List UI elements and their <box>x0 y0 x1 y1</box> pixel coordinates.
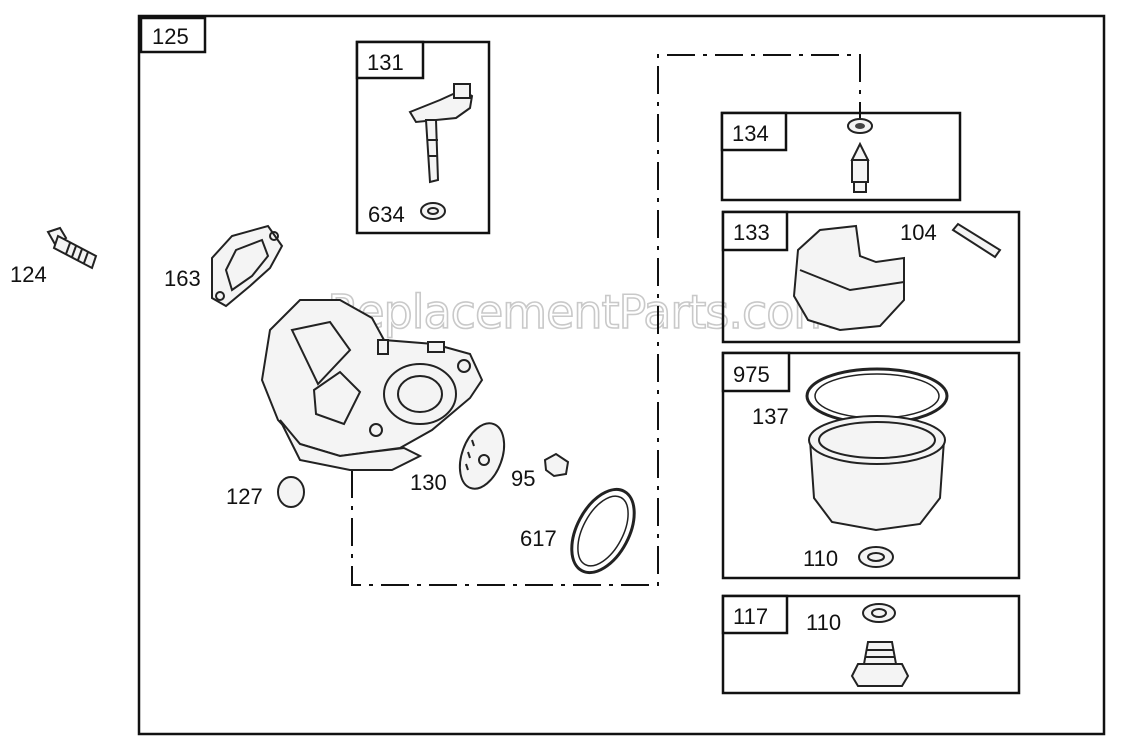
washer-634-icon <box>420 202 446 220</box>
gasket-163-icon <box>211 224 284 308</box>
float-bowl-975-icon <box>805 367 949 532</box>
box-975-label: 975 <box>733 362 770 387</box>
screw-95-icon <box>543 452 570 478</box>
carburetor-body-icon <box>260 299 484 471</box>
callout-163: 163 <box>164 266 201 291</box>
callout-617: 617 <box>520 526 557 551</box>
plug-127-icon <box>277 476 305 508</box>
callout-110-bowl: 110 <box>803 546 838 571</box>
box-133-label: 133 <box>733 220 770 245</box>
connector-line <box>351 54 861 586</box>
box-131-label: 131 <box>367 50 404 75</box>
callout-124: 124 <box>10 262 47 287</box>
box-117: 117 <box>721 594 1021 695</box>
box-125: 125 <box>137 14 1106 736</box>
box-134: 134 <box>720 111 962 202</box>
box-131: 131 <box>355 40 491 235</box>
box-975: 975 <box>721 351 1021 580</box>
callout-130: 130 <box>410 470 447 495</box>
box-117-label: 117 <box>733 604 768 629</box>
box-134-label: 134 <box>732 121 769 146</box>
bowl-nut-117-icon <box>850 641 910 687</box>
box-125-label: 125 <box>152 24 189 49</box>
bolt-124-icon <box>46 226 98 270</box>
callout-110-nut: 110 <box>806 610 841 635</box>
box-133: 133 <box>721 210 1021 344</box>
callout-634: 634 <box>368 202 405 227</box>
callout-137: 137 <box>752 404 789 429</box>
float-133-icon <box>792 224 905 332</box>
oring-617-icon <box>570 487 636 575</box>
washer-110-nut-icon <box>862 603 896 623</box>
plate-130-icon <box>458 422 506 490</box>
watermark: eReplacementParts.com <box>300 285 837 339</box>
callout-104: 104 <box>900 220 937 245</box>
callout-95: 95 <box>511 466 535 491</box>
float-hinge-131-icon <box>408 83 474 184</box>
washer-110-bowl-icon <box>858 546 894 568</box>
pin-104-icon <box>951 222 1002 259</box>
callout-127: 127 <box>226 484 263 509</box>
inlet-needle-134-icon <box>847 118 873 193</box>
